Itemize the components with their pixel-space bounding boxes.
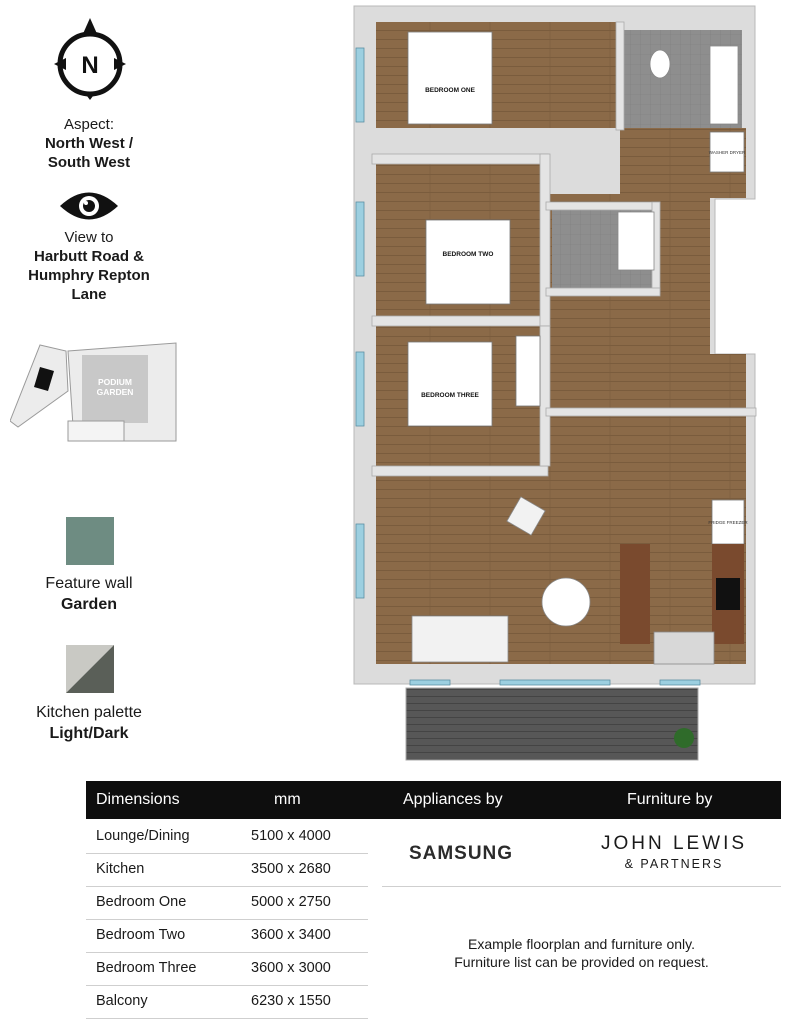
sofa-icon: [411, 615, 509, 663]
feature-wall-value: Garden: [60, 596, 117, 613]
room-name: Bedroom One: [96, 894, 187, 910]
furniture-brand-line-1: JOHN LEWIS: [600, 833, 748, 854]
bathtub-icon: [709, 45, 739, 125]
aspect-line-2: South West: [47, 154, 131, 171]
feature-wall-swatch: [66, 517, 114, 565]
header-furniture: Furniture by: [627, 791, 713, 808]
bed-one: [407, 31, 493, 125]
furniture-brand-line-2: & PARTNERS: [624, 857, 724, 871]
room-name: Bedroom Three: [96, 960, 197, 976]
table-row: Kitchen 3500 x 2680: [86, 853, 368, 887]
feature-wall-block: Feature wall Garden: [0, 573, 178, 615]
room-size: 5100 x 4000: [251, 828, 331, 844]
room-size: 3600 x 3000: [251, 960, 331, 976]
kitchen-palette-block: Kitchen palette Light/Dark: [0, 702, 178, 744]
room-size: 3500 x 2680: [251, 861, 331, 877]
sink-icon: [653, 631, 715, 665]
washer-dryer: [709, 131, 745, 173]
floorplan: BEDROOM ONE BEDROOM TWO BEDROOM THREE WA…: [353, 5, 757, 761]
view-label: View to: [64, 229, 114, 246]
label-bedroom-one: BEDROOM ONE: [425, 87, 476, 94]
table-row: Bedroom Three 3600 x 3000: [86, 952, 368, 986]
ensuite-bath-icon: [617, 211, 655, 271]
table-header: Dimensions mm Appliances by Furniture by: [86, 781, 781, 819]
note-line-2: Furniture list can be provided on reques…: [454, 954, 709, 970]
room-size: 5000 x 2750: [251, 894, 331, 910]
room-size: 6230 x 1550: [251, 993, 331, 1009]
header-mm: mm: [274, 791, 301, 808]
header-appliances: Appliances by: [403, 791, 503, 808]
table-row: Bedroom Two 3600 x 3400: [86, 919, 368, 953]
bed-two: [425, 219, 511, 305]
aspect-block: Aspect: North West / South West: [0, 116, 178, 172]
room-name: Lounge/Dining: [96, 828, 190, 844]
dining-table-icon: [541, 577, 591, 627]
aspect-label: Aspect:: [63, 116, 115, 133]
view-line-3: Lane: [71, 286, 107, 303]
compass-icon: N: [54, 18, 126, 100]
label-bedroom-three: BEDROOM THREE: [421, 392, 479, 399]
podium-garden-label-2: GARDEN: [97, 387, 134, 397]
aspect-line-1: North West /: [44, 135, 134, 152]
kitchen-island: [620, 544, 650, 644]
divider: [382, 886, 781, 887]
apartment-marker: [34, 367, 54, 391]
kitchen-palette-label: Kitchen palette: [36, 704, 142, 721]
compass-letter: N: [81, 52, 98, 79]
kitchen-palette-value: Light/Dark: [49, 725, 129, 742]
view-block: View to Harbutt Road & Humphry Repton La…: [0, 229, 178, 304]
table-row: Lounge/Dining 5100 x 4000: [86, 820, 368, 854]
label-bedroom-two: BEDROOM TWO: [443, 251, 494, 258]
kitchen-palette-swatch: [66, 645, 114, 693]
room-size: 3600 x 3400: [251, 927, 331, 943]
room-name: Bedroom Two: [96, 927, 186, 943]
podium-garden-label-1: PODIUM: [98, 377, 132, 387]
wardrobe: [515, 335, 541, 407]
eye-icon: [60, 192, 118, 220]
note-line-1: Example floorplan and furniture only.: [468, 936, 695, 952]
label-washer-dryer: WASHER DRYER: [709, 150, 746, 155]
disclaimer-note: Example floorplan and furniture only. Fu…: [382, 935, 781, 971]
room-name: Balcony: [96, 993, 148, 1009]
table-row: Bedroom One 5000 x 2750: [86, 886, 368, 920]
room-name: Kitchen: [96, 861, 145, 877]
armchair-icon: [506, 496, 546, 536]
site-key-map: PODIUM GARDEN: [10, 342, 177, 442]
balcony-deck: [405, 687, 699, 761]
table-row: Balcony 6230 x 1550: [86, 985, 368, 1019]
feature-wall-label: Feature wall: [45, 575, 133, 592]
appliances-brand: SAMSUNG: [409, 843, 513, 863]
header-dimensions: Dimensions: [96, 791, 180, 808]
toilet-icon: [649, 49, 671, 79]
label-fridge-freezer: FRIDGE FREEZER: [708, 520, 748, 525]
view-line-1: Harbutt Road &: [34, 248, 144, 265]
plant-icon: [674, 728, 694, 748]
fridge-freezer: [711, 499, 745, 545]
bed-three: [407, 341, 493, 427]
view-line-2: Humphry Repton: [28, 267, 150, 284]
hob-icon: [716, 578, 740, 610]
samsung-logo: SAMSUNG: [409, 843, 513, 863]
